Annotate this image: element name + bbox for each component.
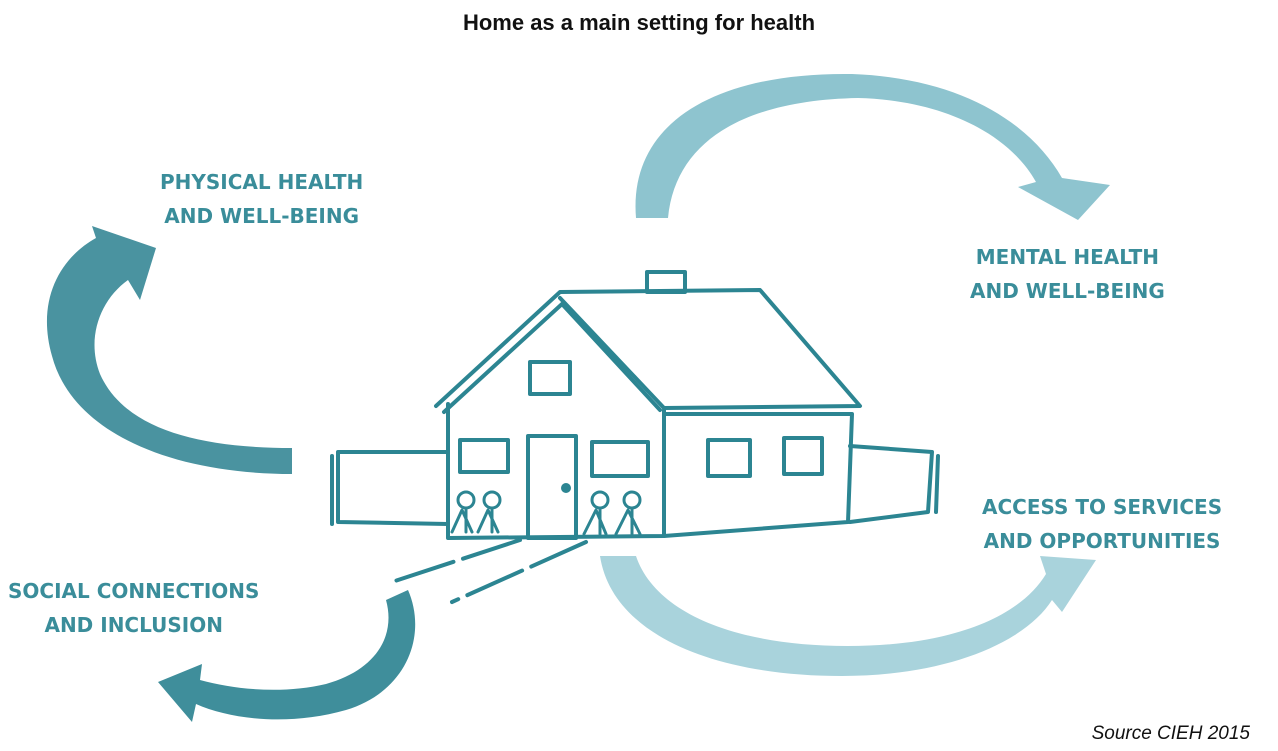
diagram-title: Home as a main setting for health <box>462 10 816 35</box>
flowers-left <box>450 490 502 534</box>
arrow-to-physical-health <box>46 226 292 474</box>
front-door <box>526 434 578 540</box>
arrow-to-mental-health <box>635 73 1110 220</box>
source-citation: Source CIEH 2015 <box>1091 723 1250 744</box>
roof <box>434 288 862 410</box>
door-knob <box>561 483 571 493</box>
label-access-services: ACCESS TO SERVICES AND OPPORTUNITIES <box>982 495 1223 553</box>
label-physical-health: PHYSICAL HEALTH AND WELL-BEING <box>160 170 364 228</box>
side-house-walls <box>662 412 854 538</box>
fence-right-post <box>934 454 940 514</box>
roof-inner <box>442 302 662 414</box>
label-mental-health: MENTAL HEALTH AND WELL-BEING <box>970 245 1165 303</box>
side-window-left <box>706 438 752 478</box>
front-window-left <box>458 438 510 474</box>
fence-left <box>336 450 450 526</box>
arrow-to-access-services <box>600 556 1096 676</box>
attic-window <box>528 360 572 396</box>
arrow-to-social-connections <box>158 590 416 722</box>
fence-right <box>848 444 934 524</box>
house-drawing <box>330 270 940 604</box>
front-window-right <box>590 440 650 478</box>
side-window-right <box>782 436 824 476</box>
garden-path <box>390 538 588 604</box>
flowers-right <box>582 490 642 536</box>
label-social-connections: SOCIAL CONNECTIONS AND INCLUSION <box>8 579 260 637</box>
